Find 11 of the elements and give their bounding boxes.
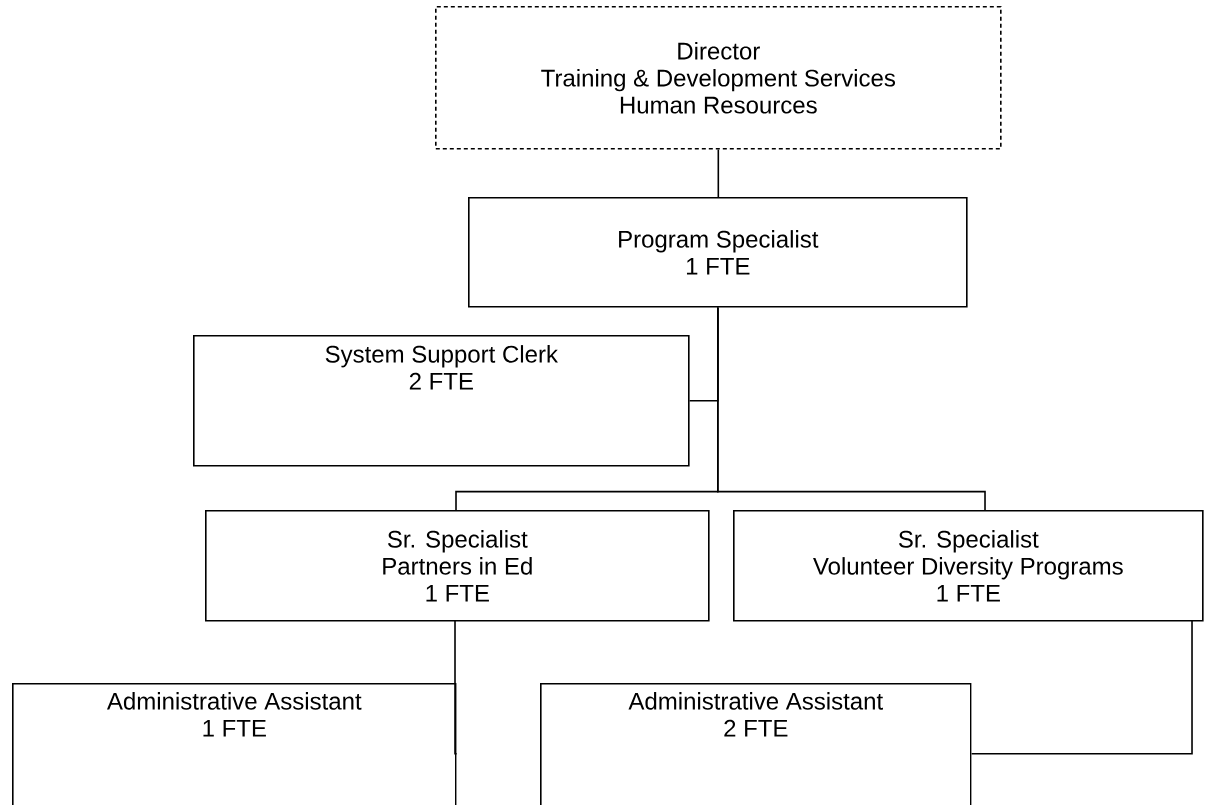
connector-line [970,619,1193,755]
position-box: Director Training & Development Services Human Resources [435,6,1002,150]
connector-line [717,148,720,198]
position-box: Administrative Assistant 2 FTE [540,683,972,805]
position-box: Program Specialist 1 FTE [468,197,968,308]
position-box: Administrative Assistant 1 FTE [12,683,457,805]
position-box: System Support Clerk 2 FTE [193,335,690,467]
position-box: Sr. Specialist Partners in Ed 1 FTE [205,510,710,622]
connector-line [454,619,458,755]
position-box: Sr. Specialist Volunteer Diversity Programs 1 FTE [733,510,1204,622]
connector-line [717,306,986,511]
